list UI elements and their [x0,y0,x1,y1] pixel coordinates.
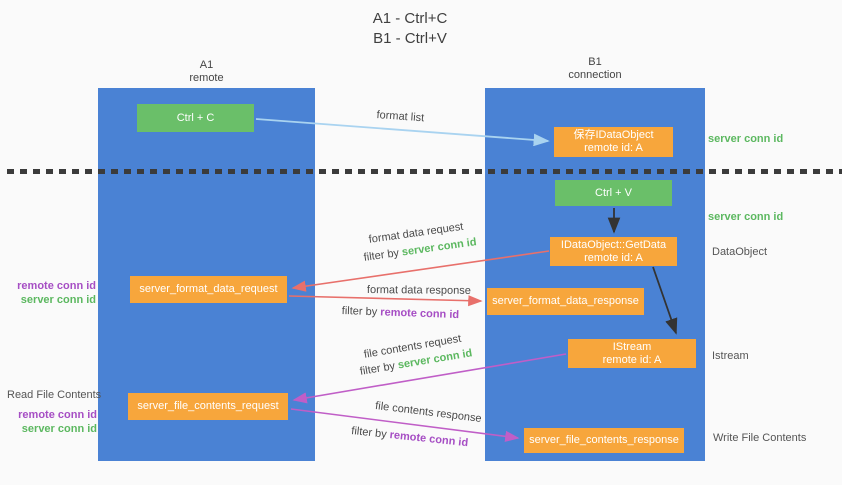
title-line-2: B1 - Ctrl+V [373,30,447,47]
edge-label-format-data-response: format data response [367,284,471,297]
node-save-idataobject-line1: 保存IDataObject [573,129,654,141]
file-contents-response-text: file contents response [374,400,483,425]
node-istream: IStream remote id: A [568,339,696,368]
lane-header-b1: B1 connection [485,56,705,82]
istream-label: Istream [712,350,749,362]
lane-b1-name: B1 [588,56,602,68]
server-conn-id-label-mid: server conn id [708,211,784,223]
node-save-idataobject: 保存IDataObject remote id: A [554,127,673,157]
write-file-contents-label: Write File Contents [713,432,807,444]
edge-label-format-data-response-filter: filter by remote conn id [342,305,460,321]
lane-a1-name: A1 [199,59,214,71]
filter-by-text: filter by [363,246,403,264]
node-server-format-data-request: server_format_data_request [130,276,287,303]
node-ctrl-c: Ctrl + C [137,104,254,132]
node-getdata-line2: remote id: A [584,251,643,264]
lane-header-a1: A1 remote [98,59,315,85]
read-file-contents-label: Read File Contents [7,389,102,401]
node-format-request-label: server_format_data_request [139,283,278,295]
title-line-1: A1 - Ctrl+C [372,10,448,27]
filter-by-text: filter by [350,425,391,441]
edge-label-file-contents-response-filter: filter by remote conn id [351,425,469,449]
format-list-text: format list [376,109,425,125]
left-annotation-file-ids: remote conn id server conn id [0,408,97,436]
lane-b1-role: connection [568,69,622,81]
server-conn-id-label-top: server conn id [708,133,784,145]
node-server-file-contents-request: server_file_contents_request [128,393,288,420]
node-file-response-label: server_file_contents_response [529,434,679,446]
diagram-title: A1 - Ctrl+C B1 - Ctrl+V [320,9,500,49]
dataobject-label: DataObject [712,246,768,258]
format-data-response-text: format data response [366,284,471,297]
edge-label-format-list: format list [376,109,424,124]
lane-a1-role: remote [189,72,224,84]
server-conn-id-label: server conn id [20,294,96,306]
server-conn-id-label: server conn id [21,423,97,435]
node-idataobject-getdata: IDataObject::GetData remote id: A [550,237,677,266]
node-server-format-data-response: server_format_data_response [487,288,644,315]
remote-conn-id-label: remote conn id [18,409,97,421]
node-format-response-label: server_format_data_response [492,295,639,307]
remote-conn-id-label: remote conn id [17,280,96,292]
node-ctrl-v-label: Ctrl + V [595,186,632,199]
copy-paste-divider-line [7,169,842,174]
left-annotation-format-ids: remote conn id server conn id [0,279,96,307]
node-getdata-line1: IDataObject::GetData [560,238,667,251]
node-save-idataobject-line2: remote id: A [584,142,643,154]
remote-conn-id-text: remote conn id [389,429,469,450]
node-ctrl-c-label: Ctrl + C [176,111,215,124]
edge-label-file-contents-response: file contents response [375,400,483,425]
node-istream-line1: IStream [612,340,652,353]
remote-conn-id-text: remote conn id [380,306,460,322]
filter-by-text: filter by [341,305,381,319]
node-server-file-contents-response: server_file_contents_response [524,428,684,453]
filter-by-text: filter by [359,359,399,378]
node-istream-line2: remote id: A [602,353,662,366]
node-file-request-label: server_file_contents_request [137,400,279,412]
node-ctrl-v: Ctrl + V [555,180,672,206]
